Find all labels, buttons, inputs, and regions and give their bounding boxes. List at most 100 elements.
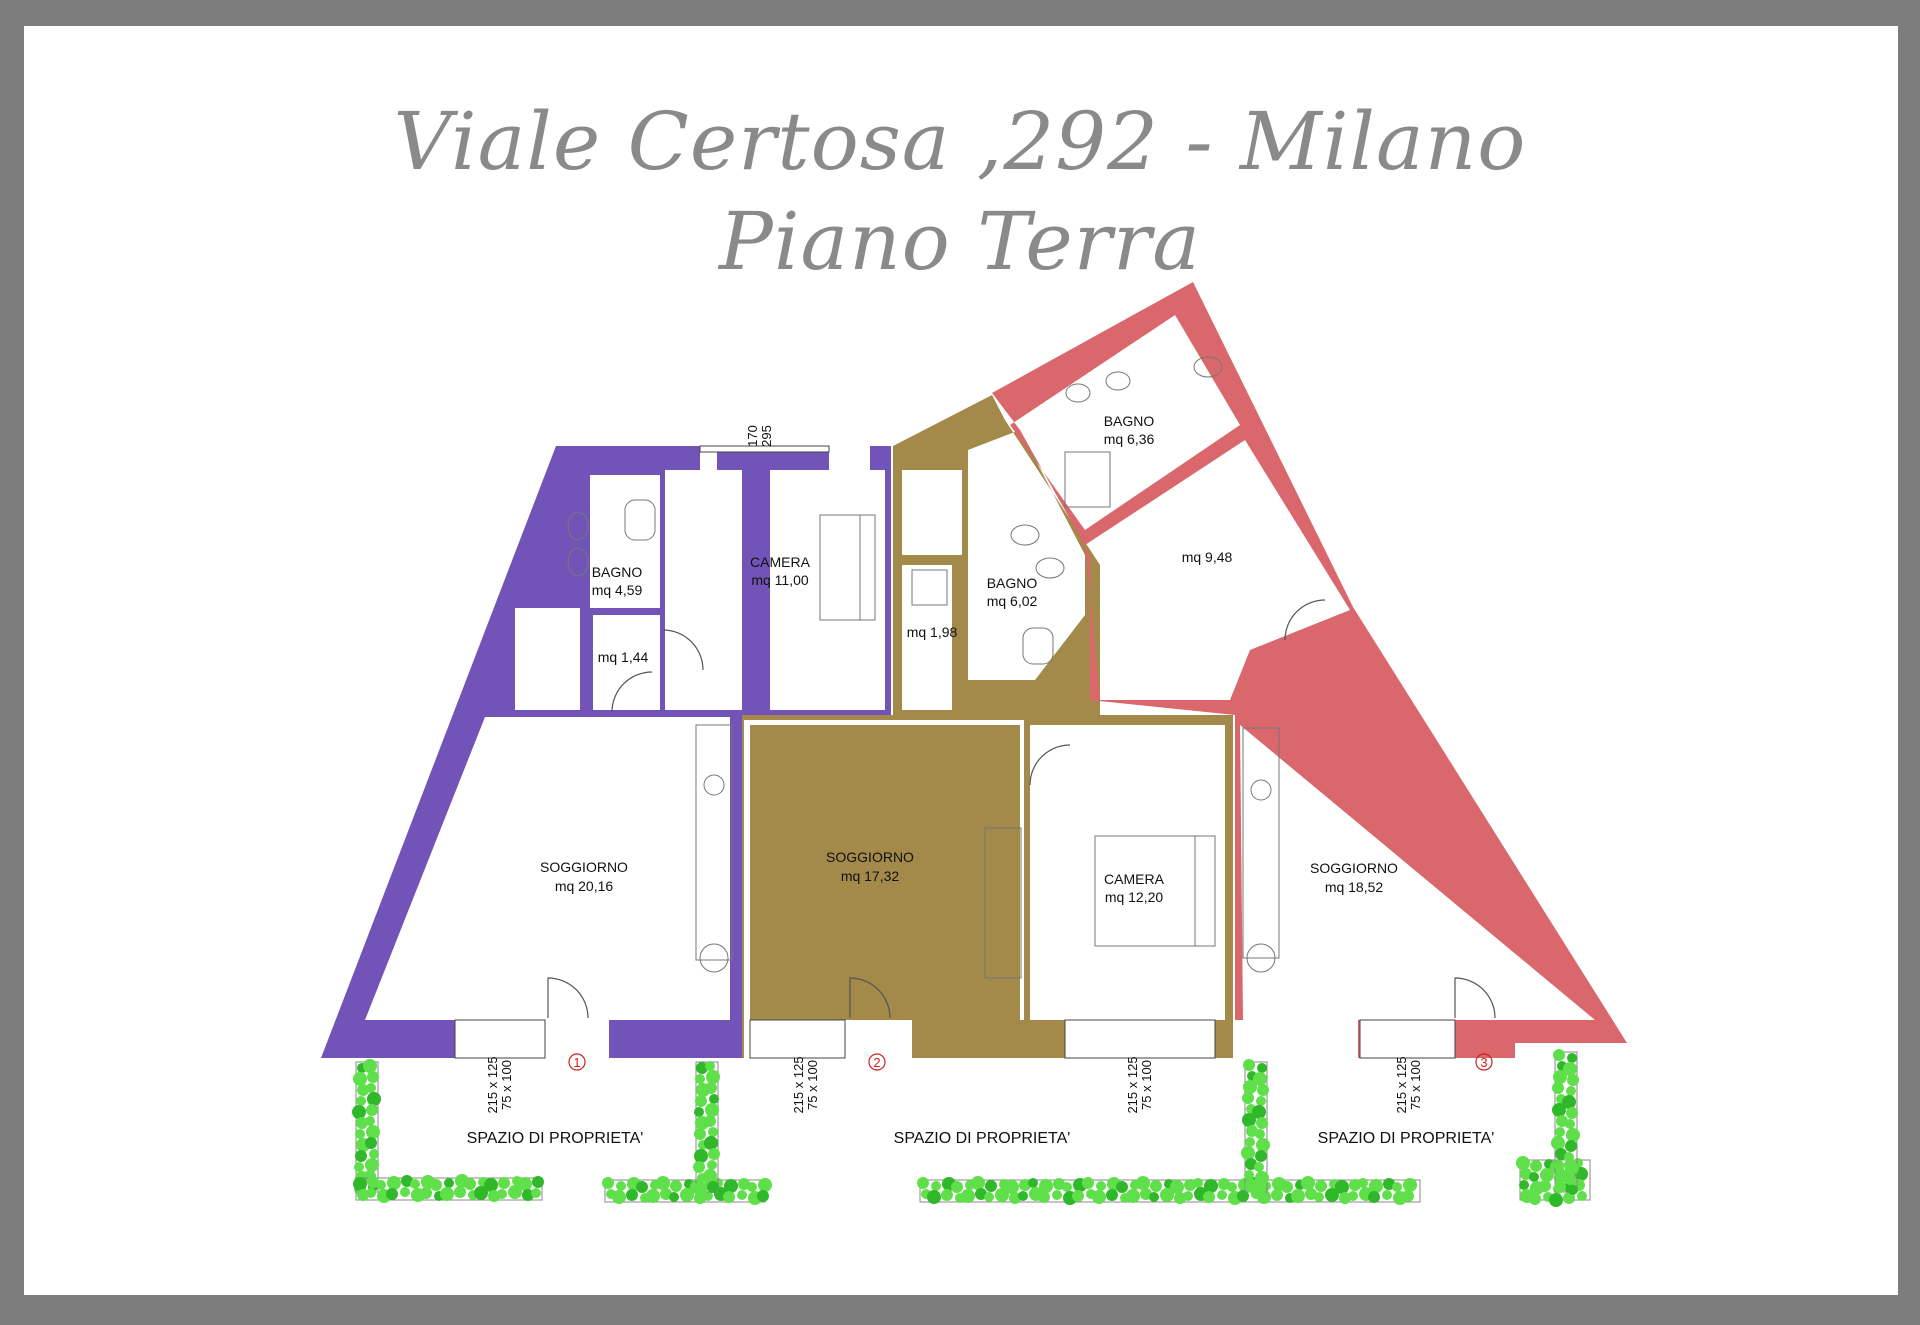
u2-camera-name: CAMERA	[1104, 871, 1165, 887]
hedge-shrub	[995, 1188, 1009, 1202]
hedge-shrub	[1256, 1138, 1270, 1152]
hedge-shrub	[1553, 1070, 1567, 1084]
hedge-shrub	[400, 1187, 410, 1197]
dim-window-top-b: 295	[759, 425, 774, 447]
u3-soggiorno-name: SOGGIORNO	[1310, 860, 1398, 876]
unit-1	[321, 445, 891, 1059]
hedge-shrub	[695, 1095, 707, 1107]
hedge-shrub	[1339, 1192, 1351, 1204]
hedge-shrub	[1551, 1136, 1565, 1150]
hedge-shrub	[941, 1189, 953, 1201]
hedge-shrub	[758, 1178, 772, 1192]
u2-bath-sink	[1022, 627, 1054, 665]
u1-kitchen	[695, 724, 733, 961]
hedge-shrub	[1519, 1180, 1529, 1190]
u2-soggiorno-name: SOGGIORNO	[826, 849, 914, 865]
unit-2-number: 2	[873, 1055, 880, 1070]
hedge-shrub	[1255, 1129, 1265, 1139]
hedge-shrub	[646, 1189, 660, 1203]
hedge-shrub	[1170, 1180, 1184, 1194]
hedge-shrub	[703, 1169, 717, 1183]
u1-bidet	[567, 547, 589, 577]
hedge-shrub	[724, 1179, 738, 1193]
u3-sink	[1193, 356, 1223, 378]
unit-markers: 1 2 3	[568, 1053, 1493, 1071]
hedge-shrub	[1116, 1181, 1128, 1193]
hedge-shrub	[1254, 1162, 1264, 1172]
hedge-shrub	[670, 1180, 682, 1192]
u3-bagno-name: BAGNO	[1104, 413, 1155, 429]
hedge-shrub	[386, 1188, 398, 1200]
u2-kitchen	[984, 827, 1022, 979]
hedges	[352, 1049, 1591, 1207]
hedge-shrub	[1555, 1127, 1565, 1137]
hedge-shrub	[1052, 1190, 1062, 1200]
hedge-shrub	[1554, 1181, 1566, 1193]
hedge-shrub	[366, 1083, 376, 1093]
hedge-shrub	[1252, 1105, 1266, 1119]
hedge-shrub	[1516, 1156, 1530, 1170]
hedge-shrub	[1565, 1140, 1577, 1152]
hedge-shrub	[1254, 1183, 1266, 1195]
hedge-shrub	[363, 1059, 377, 1073]
u3-camera-area: mq 9,48	[1182, 549, 1233, 565]
hedge-shrub	[352, 1105, 366, 1119]
hedge-shrub	[1358, 1178, 1368, 1188]
hedge-shrub	[1392, 1182, 1402, 1192]
hedge-shrub	[1243, 1080, 1257, 1094]
hedge-shrub	[1072, 1190, 1084, 1202]
u2-door-camera	[1029, 744, 1071, 786]
outdoor-label-2: SPAZIO DI PROPRIETA'	[894, 1130, 1071, 1147]
hedge-shrub	[1126, 1189, 1140, 1203]
u1-toilet	[567, 511, 589, 541]
hedge-shrub	[365, 1158, 379, 1172]
hedge-shrub	[693, 1161, 705, 1173]
hedge-shrub	[669, 1192, 679, 1202]
hedge-shrub	[1243, 1059, 1255, 1071]
u2-soggiorno-area: mq 17,32	[841, 868, 900, 884]
title-address: Viale Certosa ,292 - Milano	[393, 95, 1527, 188]
hedge-shrub	[1349, 1179, 1361, 1191]
hedge-shrub	[1577, 1191, 1587, 1201]
hedge-shrub	[355, 1150, 367, 1162]
hedge-shrub	[1291, 1189, 1305, 1203]
dim-u2b-door-a: 215 x 125	[1125, 1056, 1140, 1113]
u3-shower	[1064, 451, 1111, 508]
hedge-shrub	[367, 1071, 379, 1083]
hedge-shrub	[366, 1125, 380, 1139]
hedge-shrub	[1193, 1178, 1203, 1188]
dim-window-top-a: 170	[745, 425, 760, 447]
hedge-shrub	[703, 1191, 713, 1201]
hedge-shrub	[694, 1128, 706, 1140]
u1-camera-area: mq 11,00	[751, 572, 809, 588]
hedge-shrub	[984, 1192, 994, 1202]
hedge-shrub	[626, 1189, 638, 1201]
unit-1-walls	[321, 446, 891, 1058]
hedge-shrub	[356, 1096, 366, 1106]
hedge-shrub	[708, 1148, 720, 1160]
hedge-shrub	[696, 1062, 708, 1074]
hedge-shrub	[1150, 1180, 1162, 1192]
hedge-shrub	[1255, 1171, 1269, 1185]
hedge-shrub	[1369, 1179, 1383, 1193]
hedge-shrub	[1562, 1095, 1576, 1109]
hedge-shrub	[430, 1179, 442, 1191]
hedge-shrub	[440, 1187, 454, 1201]
hedge-shrub	[1028, 1178, 1038, 1188]
hedge-shrub	[369, 1149, 379, 1159]
hedge-shrub	[1563, 1192, 1575, 1204]
u2-rip-area: mq 1,98	[907, 624, 958, 640]
outdoor-label-3: SPAZIO DI PROPRIETA'	[1318, 1130, 1495, 1147]
room-labels: BAGNO mq 4,59 CAMERA mq 11,00 mq 1,44 SO…	[540, 413, 1398, 905]
hedge-shrub	[1244, 1170, 1254, 1180]
hedge-shrub	[1183, 1191, 1193, 1201]
hedge-shrub	[747, 1182, 757, 1192]
u1-bagno-name: BAGNO	[592, 564, 643, 580]
hedge-shrub	[705, 1103, 719, 1117]
hedge-shrub	[971, 1176, 985, 1190]
hedge-shrub	[1241, 1146, 1255, 1160]
hedge-shrub	[1018, 1191, 1028, 1201]
hedge-shrub	[694, 1149, 708, 1163]
unit-2-marker-circle	[868, 1053, 886, 1071]
hedge-shrub	[708, 1127, 718, 1137]
